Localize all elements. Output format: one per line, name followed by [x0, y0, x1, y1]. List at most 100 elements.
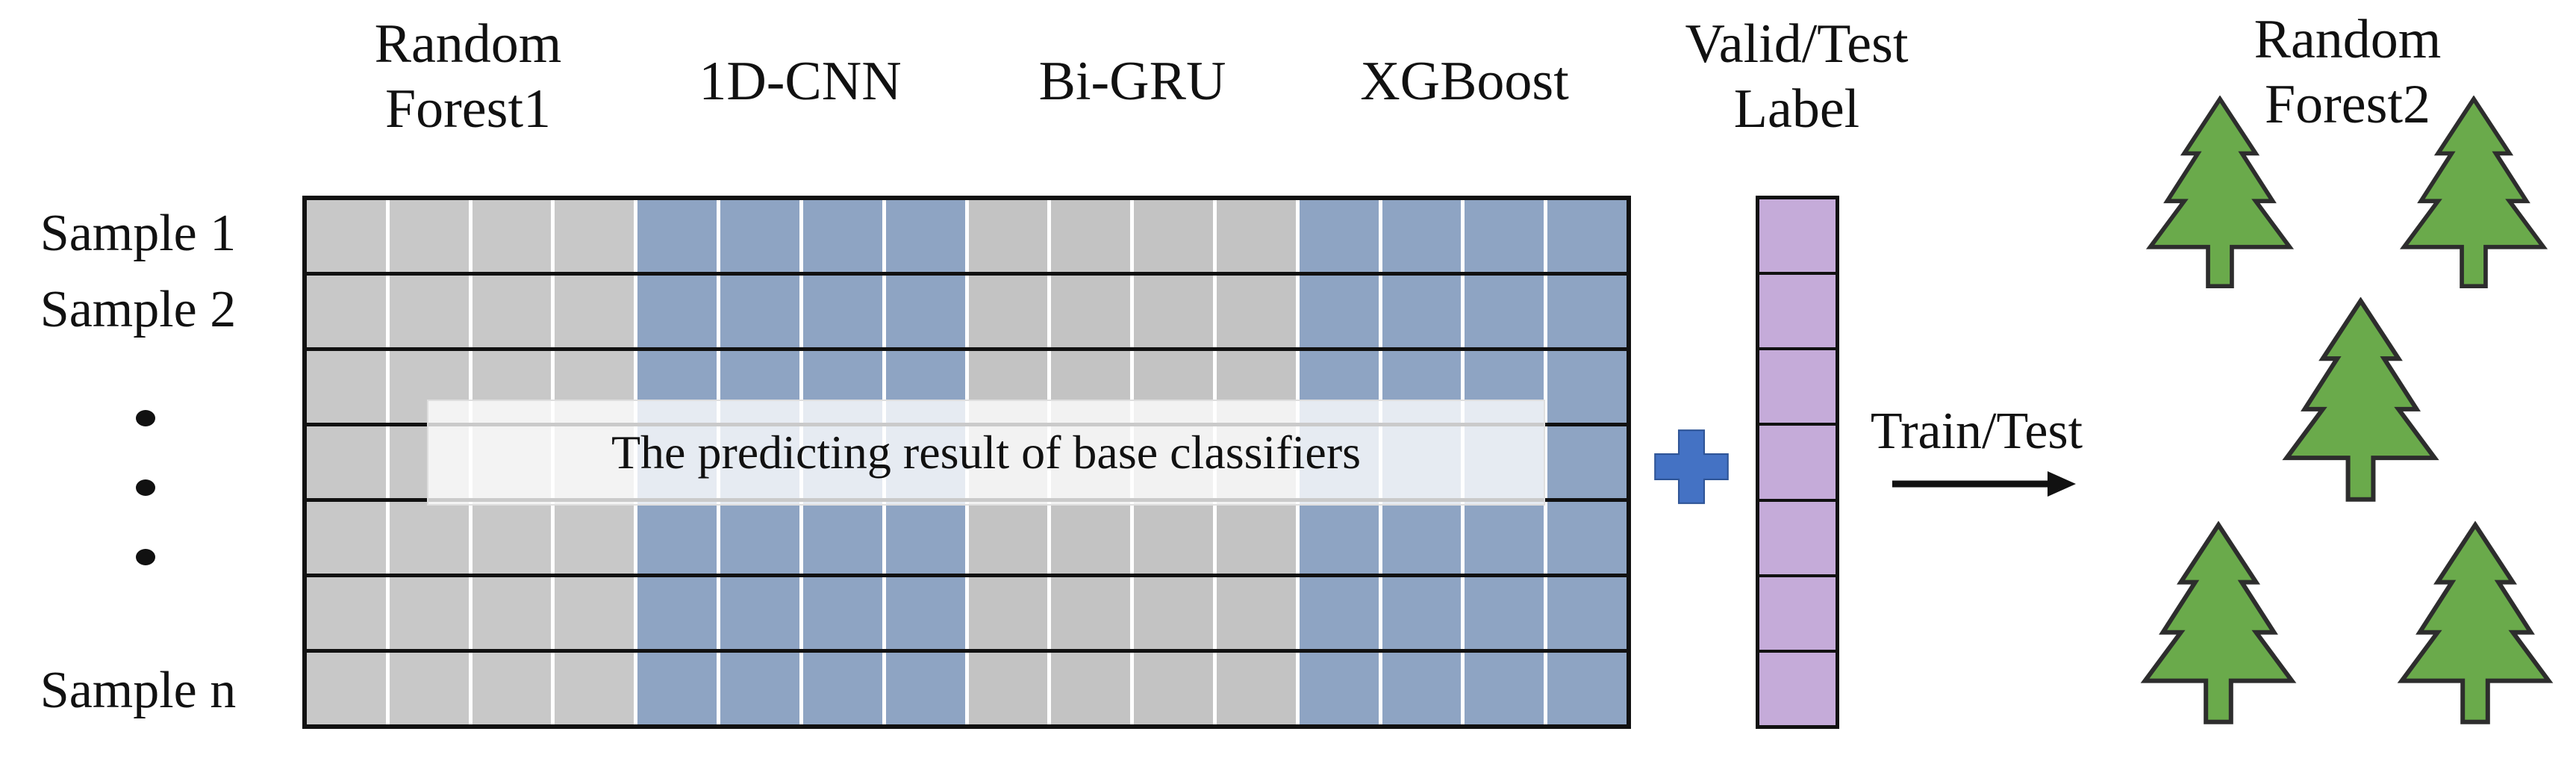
- grid-cell-1d-cnn: [634, 502, 717, 574]
- label-cell: [1759, 347, 1836, 423]
- grid-cell-xgboost: [1544, 351, 1627, 423]
- grid-cell-random-forest1: [307, 502, 386, 574]
- ellipsis-dot: [136, 549, 155, 565]
- grid-cell-xgboost: [1544, 276, 1627, 347]
- grid-cell-1d-cnn: [799, 502, 882, 574]
- grid-cell-bi-gru: [1130, 276, 1213, 347]
- grid-overlay-caption: The predicting result of base classifier…: [427, 400, 1545, 506]
- grid-cell-1d-cnn: [717, 577, 799, 649]
- grid-cell-xgboost: [1461, 276, 1544, 347]
- grid-cell-xgboost: [1461, 653, 1544, 724]
- label-cell: [1759, 574, 1836, 650]
- grid-cell-bi-gru: [1047, 502, 1131, 574]
- grid-cell-bi-gru: [1047, 276, 1131, 347]
- grid-cell-random-forest1: [307, 276, 386, 347]
- sample-label-2: Sample 2: [40, 281, 237, 338]
- header-valid-test-line1: Valid/Test: [1685, 13, 1909, 75]
- grid-cell-xgboost: [1461, 502, 1544, 574]
- grid-cell-1d-cnn: [799, 276, 882, 347]
- grid-cell-1d-cnn: [717, 200, 799, 272]
- grid-cell-random-forest1: [551, 276, 634, 347]
- label-cell: [1759, 423, 1836, 499]
- grid-cell-xgboost: [1378, 276, 1462, 347]
- grid-cell-1d-cnn: [717, 276, 799, 347]
- header-valid-test-label: Valid/Test Label: [1647, 12, 1946, 143]
- grid-cell-bi-gru: [964, 276, 1048, 347]
- grid-cell-1d-cnn: [882, 276, 965, 347]
- grid-overlay-caption-text: The predicting result of base classifier…: [611, 426, 1362, 479]
- grid-cell-xgboost: [1295, 502, 1379, 574]
- label-cell: [1759, 272, 1836, 348]
- label-cell: [1759, 199, 1836, 273]
- grid-cell-bi-gru: [964, 653, 1048, 724]
- grid-cell-bi-gru: [1047, 577, 1131, 649]
- grid-cell-random-forest1: [385, 577, 469, 649]
- header-random-forest2-line1: Random: [2254, 9, 2442, 70]
- grid-cell-xgboost: [1378, 502, 1462, 574]
- grid-cell-random-forest1: [307, 426, 386, 498]
- grid-cell-bi-gru: [1212, 577, 1296, 649]
- header-random-forest1: Random Forest1: [319, 12, 617, 143]
- tree-icon-shape: [2282, 297, 2439, 502]
- grid-cell-random-forest1: [307, 653, 386, 724]
- header-bi-gru: Bi-GRU: [1038, 51, 1226, 112]
- grid-cell-1d-cnn: [882, 653, 965, 724]
- grid-cell-xgboost: [1378, 577, 1462, 649]
- header-random-forest1-line2: Forest1: [385, 78, 551, 140]
- grid-cell-1d-cnn: [717, 653, 799, 724]
- grid-cell-1d-cnn: [634, 276, 717, 347]
- header-xgboost: XGBoost: [1360, 51, 1569, 112]
- right-arrow-head: [2048, 471, 2076, 497]
- tree-icon: [2397, 521, 2554, 724]
- grid-row: [307, 498, 1627, 574]
- header-random-forest2-line2: Forest2: [2265, 74, 2430, 136]
- grid-cell-random-forest1: [551, 200, 634, 272]
- grid-cell-xgboost: [1378, 200, 1462, 272]
- grid-cell-bi-gru: [964, 200, 1048, 272]
- grid-cell-1d-cnn: [634, 200, 717, 272]
- grid-cell-xgboost: [1544, 502, 1627, 574]
- grid-cell-bi-gru: [1212, 276, 1296, 347]
- ellipsis-dot: [136, 479, 155, 496]
- grid-cell-xgboost: [1295, 200, 1379, 272]
- grid-cell-bi-gru: [1130, 502, 1213, 574]
- grid-cell-xgboost: [1295, 276, 1379, 347]
- grid-cell-1d-cnn: [799, 577, 882, 649]
- grid-cell-bi-gru: [1212, 200, 1296, 272]
- grid-row: [307, 200, 1627, 272]
- sample-label-n: Sample n: [40, 662, 237, 719]
- grid-cell-1d-cnn: [799, 200, 882, 272]
- grid-cell-1d-cnn: [882, 502, 965, 574]
- grid-cell-bi-gru: [1047, 653, 1131, 724]
- label-column: [1756, 196, 1839, 729]
- grid-cell-1d-cnn: [882, 200, 965, 272]
- grid-cell-random-forest1: [385, 276, 469, 347]
- grid-cell-random-forest1: [307, 200, 386, 272]
- grid-cell-random-forest1: [385, 200, 469, 272]
- grid-cell-xgboost: [1544, 426, 1627, 498]
- grid-cell-random-forest1: [385, 502, 469, 574]
- grid-row: [307, 272, 1627, 347]
- grid-cell-bi-gru: [1212, 502, 1296, 574]
- plus-icon: [1654, 429, 1729, 504]
- grid-cell-1d-cnn: [882, 577, 965, 649]
- grid-cell-1d-cnn: [717, 502, 799, 574]
- header-random-forest1-line1: Random: [374, 13, 562, 75]
- grid-row: [307, 649, 1627, 724]
- grid-cell-xgboost: [1461, 200, 1544, 272]
- grid-cell-1d-cnn: [634, 653, 717, 724]
- plus-icon-shape: [1654, 429, 1729, 504]
- sample-label-1: Sample 1: [40, 205, 237, 262]
- tree-icon: [2282, 297, 2439, 502]
- grid-cell-random-forest1: [468, 653, 552, 724]
- grid-cell-random-forest1: [385, 653, 469, 724]
- grid-cell-bi-gru: [1212, 653, 1296, 724]
- header-random-forest2: Random Forest2: [2198, 7, 2497, 138]
- label-cell: [1759, 498, 1836, 574]
- grid-cell-random-forest1: [551, 577, 634, 649]
- grid-cell-xgboost: [1295, 653, 1379, 724]
- header-1d-cnn: 1D-CNN: [699, 51, 902, 112]
- header-valid-test-line2: Label: [1733, 78, 1860, 140]
- grid-cell-random-forest1: [468, 502, 552, 574]
